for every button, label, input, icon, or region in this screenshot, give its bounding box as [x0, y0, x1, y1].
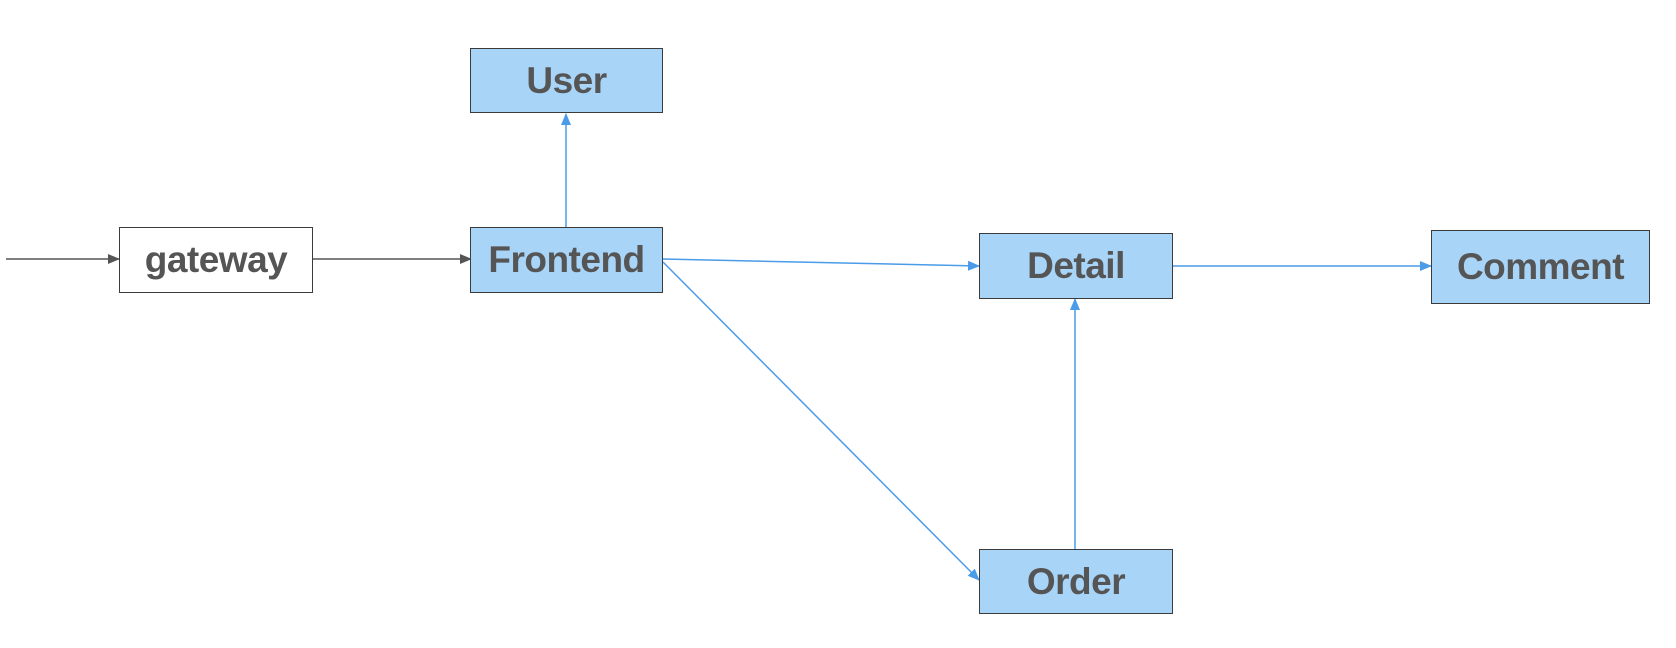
edge-frontend-to-order: [662, 261, 980, 581]
node-user: User: [470, 48, 663, 113]
node-comment-label: Comment: [1456, 246, 1625, 287]
node-gateway-label: gateway: [144, 239, 288, 280]
node-gateway: gateway: [119, 227, 313, 293]
node-detail-label: Detail: [1027, 245, 1125, 286]
node-frontend-label: Frontend: [488, 239, 645, 280]
node-user-label: User: [526, 59, 607, 101]
edge-frontend-to-detail: [662, 258, 980, 271]
node-frontend: Frontend: [470, 227, 663, 293]
node-comment: Comment: [1431, 230, 1650, 304]
node-detail: Detail: [979, 233, 1173, 299]
node-order: Order: [979, 549, 1173, 614]
node-order-label: Order: [1026, 560, 1126, 602]
